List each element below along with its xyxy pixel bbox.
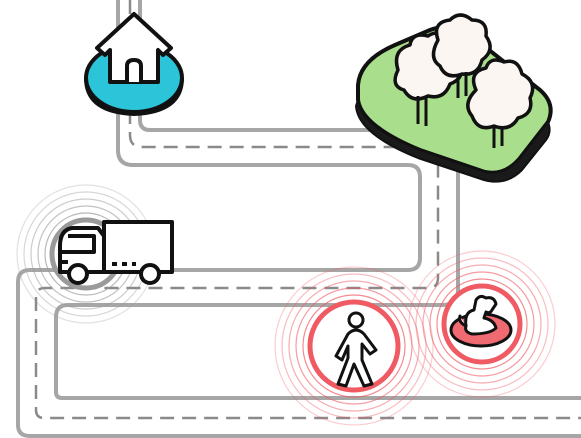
pedestrian-ring-6	[274, 266, 434, 426]
dog-ring-2	[436, 278, 528, 370]
pedestrian-ring-3	[295, 287, 413, 405]
delivery-truck-icon	[58, 220, 174, 285]
dog-icon	[449, 294, 513, 348]
home-icon	[84, 12, 184, 117]
dog-ring-3	[429, 271, 535, 377]
pedestrian-ring-4	[288, 280, 420, 412]
road-center-dashes-a	[34, 0, 581, 420]
road-edge-top-left	[16, 0, 581, 438]
dog-ring-6	[408, 250, 556, 398]
pedestrian-icon	[334, 311, 378, 388]
pedestrian-ring-5	[281, 273, 427, 419]
dog-ring-4	[422, 264, 542, 384]
park-trees-icon	[354, 13, 553, 183]
dog-ring-5	[415, 257, 549, 391]
pedestrian-ring-2	[302, 294, 406, 398]
